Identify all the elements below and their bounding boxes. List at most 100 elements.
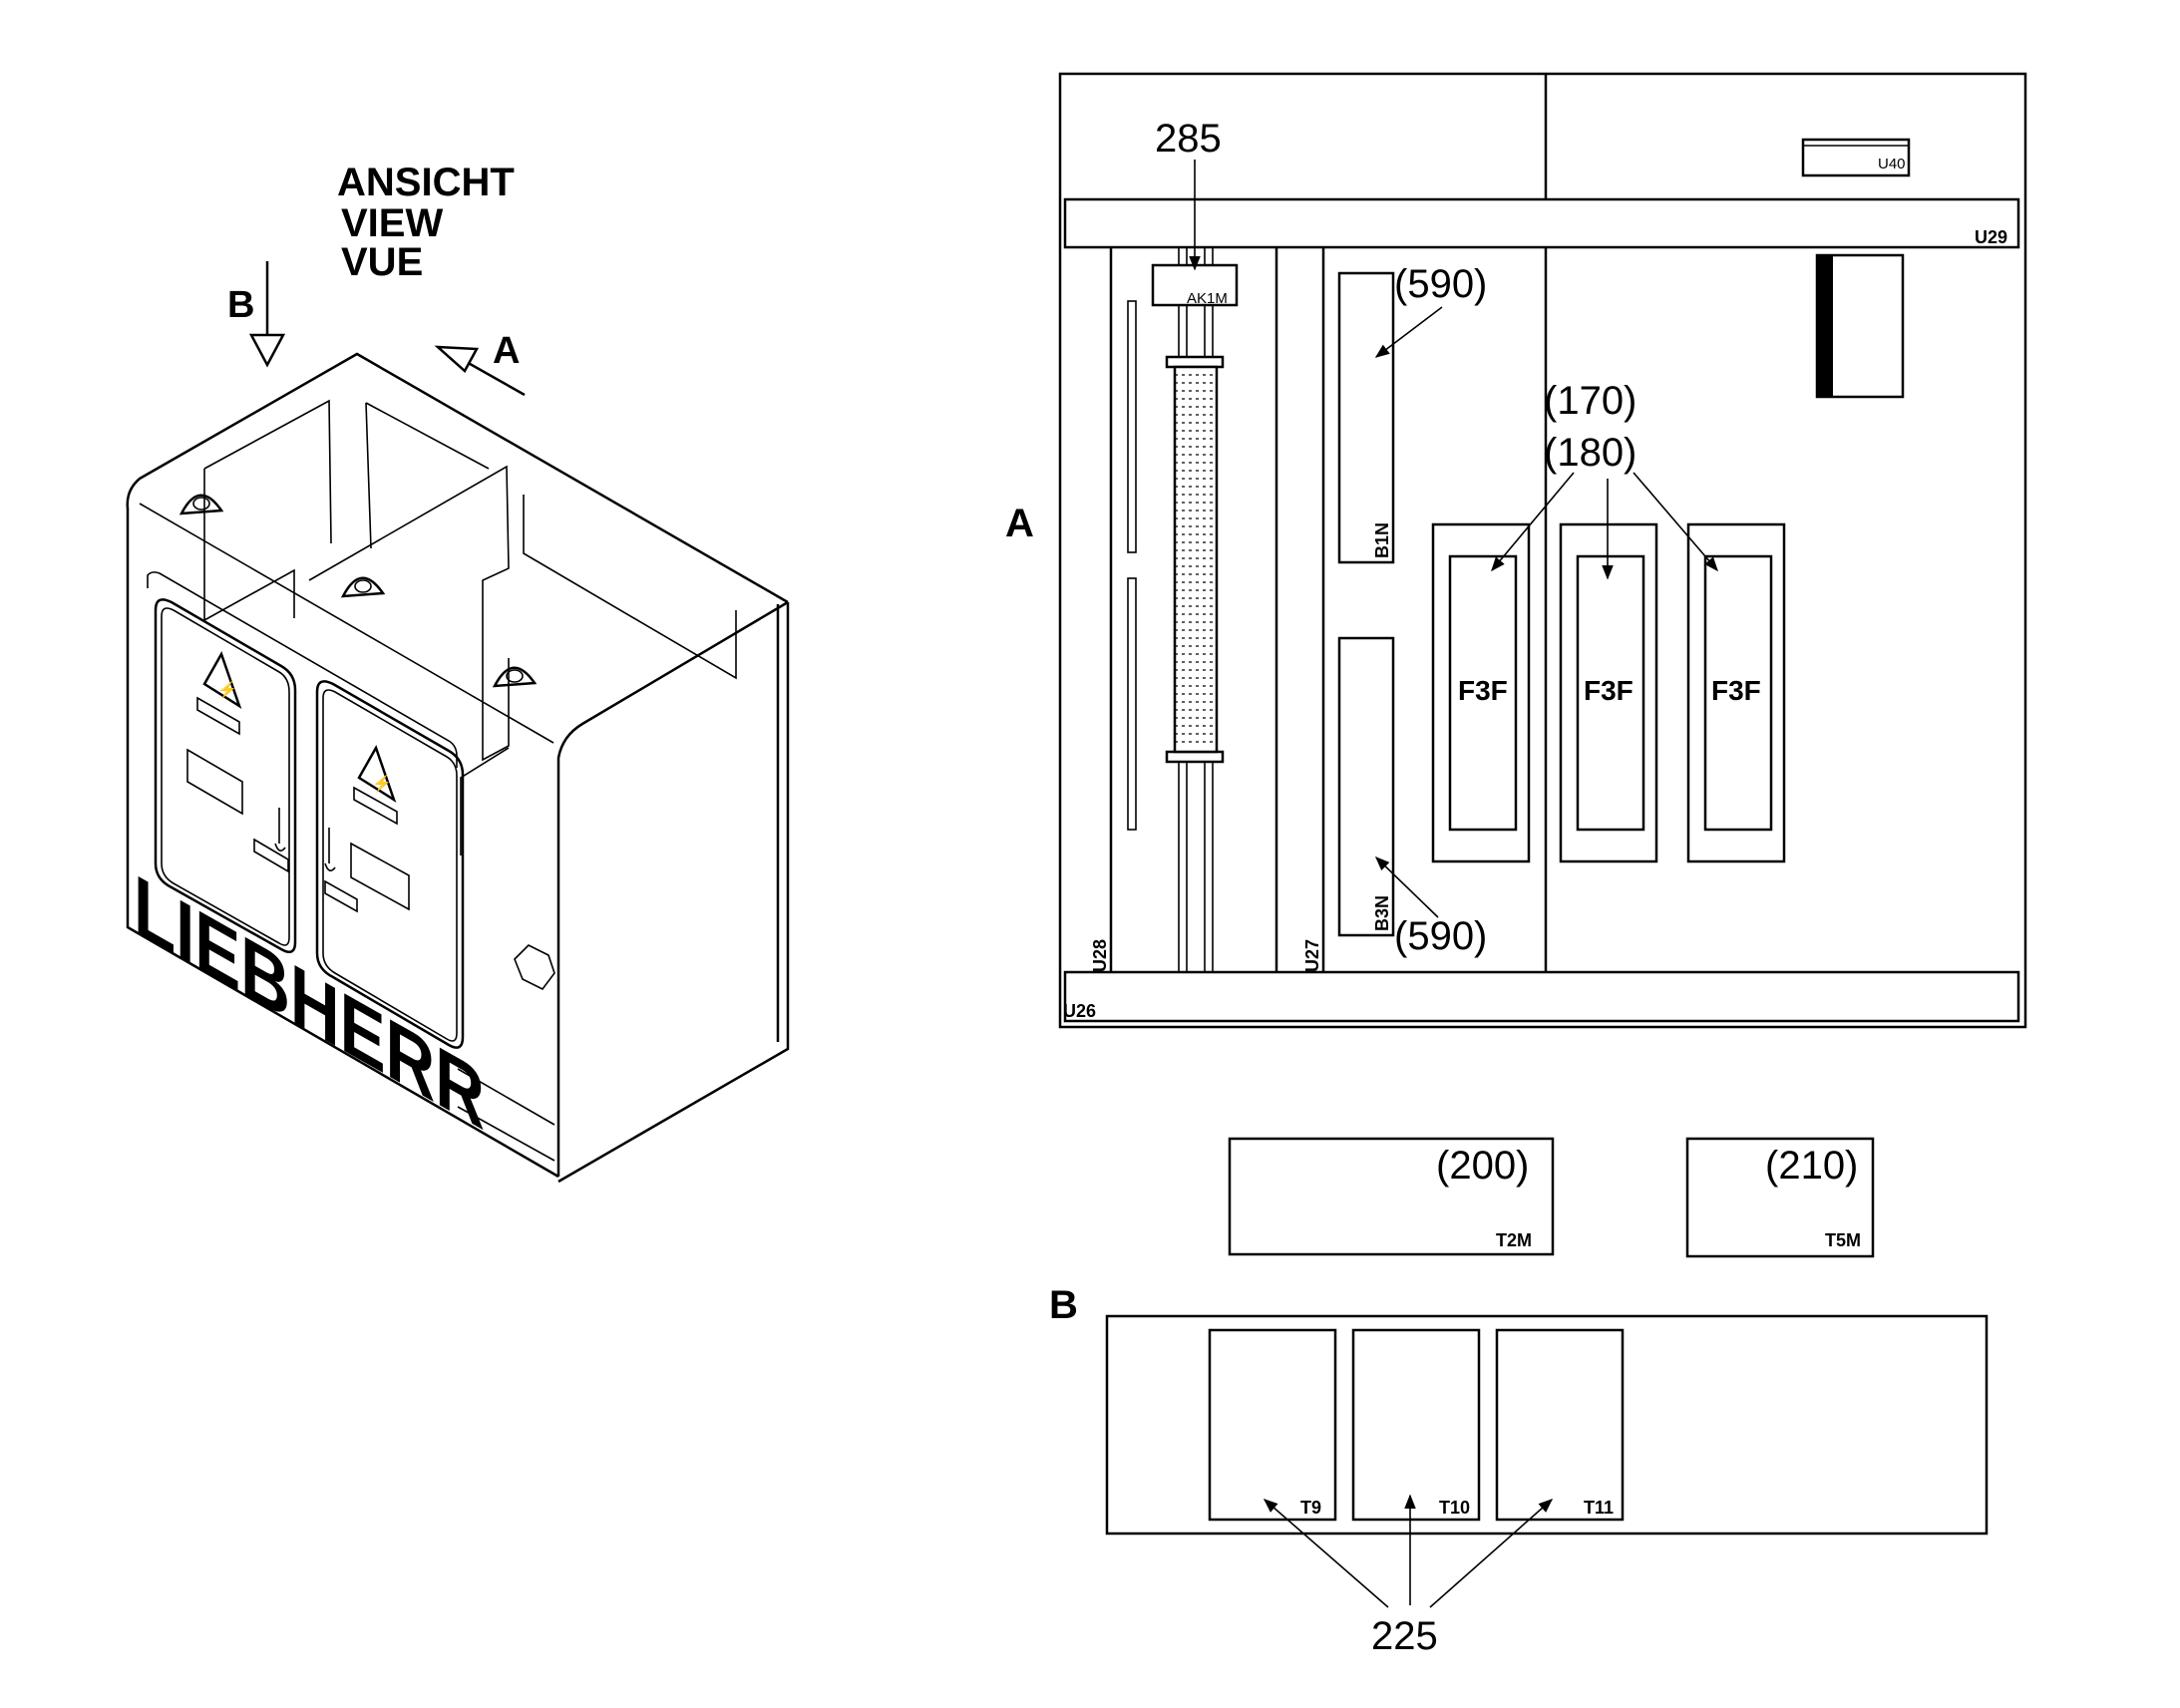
- mounting-slot: [1127, 577, 1137, 831]
- view-arrow-a-shaft: [464, 359, 526, 397]
- transformer-t5m: [1685, 1137, 1875, 1258]
- transformer-t2m: [1228, 1137, 1555, 1256]
- leader-180-c: [1633, 472, 1718, 572]
- base-lines: [457, 1068, 555, 1162]
- door-plate: [196, 696, 240, 736]
- rail-u29-label: U29: [1975, 227, 2007, 247]
- cabinet-side-outline: [557, 602, 790, 1184]
- component-u40-label: U40: [1878, 156, 1906, 172]
- door-handle-icon[interactable]: [274, 808, 286, 852]
- rail-u26: [1063, 970, 2020, 1023]
- mounting-slot: [1127, 300, 1137, 553]
- view-arrow-b-head: [248, 333, 286, 368]
- component-b3n: [1337, 636, 1395, 937]
- cabinet-inner-wall-2: [203, 399, 332, 544]
- cabinet-door-right-inner: [322, 689, 458, 1042]
- lifting-eye-icon: [179, 494, 224, 515]
- component-ak1m-label: AK1M: [1187, 290, 1228, 307]
- fuse-holder-2: [1559, 522, 1658, 863]
- door-window: [350, 842, 410, 911]
- terminal-end-cap: [1165, 355, 1225, 369]
- view-title-fr: VUE: [341, 240, 423, 284]
- door-plate: [353, 786, 398, 826]
- door-handle-icon[interactable]: [324, 828, 336, 871]
- component-ak1m: [1151, 263, 1239, 307]
- component-t10: [1351, 1328, 1481, 1522]
- callout-210: (210): [1765, 1144, 1858, 1188]
- callout-590-bottom: (590): [1394, 914, 1487, 958]
- callout-590-top: (590): [1394, 262, 1487, 306]
- cabinet-inner-wall-5: [523, 495, 737, 680]
- cabinet-inner-wall-4: [308, 465, 510, 762]
- cabinet-inner-wall-3: [365, 402, 490, 549]
- callout-200: (200): [1436, 1144, 1529, 1188]
- rail-u26-label: U26: [1063, 1001, 1096, 1021]
- callout-170: (170): [1544, 379, 1636, 423]
- terminal-strip: AK1M: [1151, 247, 1239, 972]
- panel-frame: [1058, 72, 2027, 1029]
- cabinet-corner-edge: [556, 600, 789, 1177]
- lifting-eye-icon: [340, 576, 386, 598]
- view-arrow-b-label: B: [227, 284, 254, 326]
- component-u40: [1801, 138, 1911, 177]
- view-title-en: VIEW: [341, 201, 443, 245]
- door-plate: [324, 879, 358, 913]
- door-plate: [253, 838, 289, 873]
- cabinet-door-left[interactable]: [154, 598, 297, 954]
- fuse-3-label: F3F: [1711, 675, 1761, 706]
- lightning-icon: ⚡: [217, 680, 237, 699]
- transformer-t2m-label: T2M: [1496, 1230, 1532, 1250]
- cabinet-front-outline: [126, 478, 559, 1179]
- view-b-panel: B T9 T10 T11 225: [1049, 1283, 1989, 1658]
- cabinet-top-front-edge: [139, 503, 554, 744]
- view-arrow-a-head: [434, 345, 480, 373]
- brand-logo: LIEBHERR: [134, 854, 485, 1148]
- callout-285: 285: [1155, 117, 1222, 161]
- transformer-row: (200) T2M (210) T5M: [1228, 1137, 1875, 1258]
- view-b-frame: [1105, 1314, 1989, 1536]
- fuse-2: [1576, 554, 1645, 832]
- cabinet-step: [460, 747, 510, 855]
- cabinet-roof-edge: [139, 352, 789, 604]
- terminal-segments: [1175, 374, 1217, 743]
- cabinet-inner-wall-1: [203, 469, 295, 622]
- component-b3n-label: B3N: [1372, 895, 1392, 931]
- fuse-holder-1: [1431, 522, 1531, 863]
- leader-180-a: [1491, 472, 1575, 572]
- leader-590-top: [1374, 306, 1443, 358]
- lifting-eye-icon: [492, 666, 538, 688]
- cabinet-door-left-inner: [161, 607, 290, 946]
- terminal-end-cap: [1165, 750, 1225, 764]
- component-t9: [1208, 1328, 1337, 1522]
- door-rail: [147, 571, 458, 768]
- view-title-de: ANSICHT: [337, 161, 515, 204]
- door-window: [186, 748, 243, 816]
- view-arrow-a-label: A: [493, 330, 520, 372]
- component-b1n-label: B1N: [1372, 522, 1392, 558]
- duct-u28-label: U28: [1090, 939, 1110, 972]
- cabinet-door-right[interactable]: [315, 680, 465, 1049]
- component-b1n: [1337, 271, 1395, 564]
- transformer-t5m-label: T5M: [1825, 1230, 1861, 1250]
- callout-225: 225: [1371, 1614, 1438, 1658]
- rail-u29: [1063, 197, 2020, 249]
- view-b-label: B: [1049, 1283, 1078, 1327]
- leader-590-bottom: [1374, 855, 1439, 918]
- component-t11-label: T11: [1584, 1498, 1614, 1518]
- fuse-1-label: F3F: [1458, 675, 1508, 706]
- cabinet-isometric: ANSICHT VIEW VUE B A: [126, 161, 790, 1184]
- duct-u27-label: U27: [1302, 939, 1322, 972]
- contactor-module-edge: [1817, 255, 1833, 397]
- component-t9-label: T9: [1300, 1498, 1321, 1518]
- view-a-label: A: [1005, 502, 1034, 545]
- leader-225-c: [1429, 1499, 1554, 1608]
- callout-180: (180): [1544, 431, 1636, 475]
- fuse-2-label: F3F: [1584, 675, 1634, 706]
- lightning-icon: ⚡: [372, 774, 392, 793]
- leader-225-a: [1263, 1499, 1389, 1608]
- view-a-panel: A U40 U29 U28 U27 AK1M: [1005, 72, 2027, 1029]
- component-t10-label: T10: [1439, 1498, 1470, 1518]
- fuse-holder-3: [1686, 522, 1786, 863]
- warning-triangle-icon: [202, 650, 242, 709]
